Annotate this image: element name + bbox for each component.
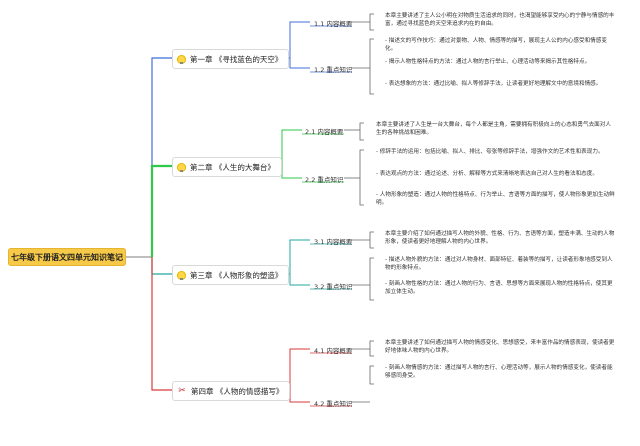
chapter-4-sub-2-bracket: [369, 365, 374, 385]
chapter-2-connector: [150, 164, 172, 257]
chapter-3-sub-2-connector: [289, 274, 310, 286]
chapter-1-sub-1-connector: [289, 21, 310, 58]
chapter-2-sub-2-connector: [281, 166, 302, 179]
chapter-2-sub-1[interactable]: 2.1 内容概要: [305, 128, 344, 136]
chapter-4-sub-2-note-1: - 刻画人物情感的方法：通过描写人物的言行、心理活动等，展示人物的情感变化，使读…: [385, 365, 613, 379]
lightbulb-icon: [177, 270, 186, 280]
lightbulb-icon: [177, 162, 186, 172]
chapter-3-sub-1-note: 本章主要介绍了如何通过描写人物的外貌、性格、行为、言语等方面，塑造丰满、生动的人…: [385, 231, 615, 245]
chapter-4-sub-2-connector: [289, 390, 310, 403]
chapter-3-sub-2[interactable]: 3.2 重点知识: [314, 283, 353, 291]
chapter-4-sub-1-connector: [289, 348, 310, 390]
chapter-2-sub-2-note-3: - 人物形象的塑造：通过人物的性格特点、行为举止、言语等方面的描写，使人物形象更…: [376, 192, 615, 206]
chapter-4-sub-1-bracket: [369, 340, 374, 357]
chapter-4-label: 第四章 《人物的情感描写》: [191, 386, 284, 396]
chapter-4-sub-2[interactable]: 4.2 重点知识: [314, 400, 353, 408]
chapter-1-sub-2-note-1: - 描述文的写作技巧：通过对景物、人物、情感等的描写，展现主人公的内心感受和情感…: [385, 38, 607, 52]
root-node[interactable]: 七年级下册语文四单元知识笔记: [8, 248, 126, 266]
chapter-4-node[interactable]: ✂ 第四章 《人物的情感描写》: [172, 381, 291, 401]
chapter-3-label: 第三章 《人物形象的塑造》: [190, 270, 283, 280]
chapter-1-sub-2[interactable]: 1.2 重点知识: [314, 66, 353, 74]
chapter-2-sub-1-bracket: [359, 122, 364, 141]
chapter-1-sub-2-connector: [289, 58, 310, 69]
chapter-1-sub-1[interactable]: 1.1 内容概要: [314, 20, 353, 28]
chapter-3-node[interactable]: 第三章 《人物形象的塑造》: [172, 265, 290, 285]
chapter-3-sub-1-bracket: [369, 231, 374, 249]
chapter-1-node[interactable]: 第一章 《寻找蓝色的天空》: [172, 49, 290, 69]
chapter-1-sub-2-note-2: - 揭示人物性格特点的方法：通过人物的言行举止、心理活动等来揭示其性格特点。: [385, 59, 591, 65]
chapter-2-sub-2-note-2: - 表达观点的方法：通过论述、分析、解释等方式来清晰地表达自己对人生的看法和态度…: [376, 171, 598, 177]
chapter-4-sub-1[interactable]: 4.1 内容概要: [314, 347, 353, 355]
chapter-1-sub-1-note: 本章主要讲述了主人公小明在对物质生活追求的同时，也渴望能够享受内心的宁静与情感的…: [385, 13, 615, 27]
chapter-3-sub-1-connector: [289, 239, 310, 274]
chapter-1-sub-2-bracket: [369, 38, 374, 95]
tools-icon: ✂: [178, 386, 186, 396]
chapter-2-sub-1-note: 本章主要讲述了人生是一台大舞台，每个人都是主角，需要拥有积极向上的心态和勇气去面…: [376, 122, 611, 136]
chapter-2-sub-1-connector: [281, 129, 302, 166]
chapter-2-node[interactable]: 第二章 《人生的大舞台》: [172, 157, 282, 177]
chapter-4-connector: [151, 257, 172, 391]
chapter-2-sub-2-note-1: - 修辞手法的运用：包括比喻、拟人、排比、夸张等修辞手法，增强作文的艺术性和表现…: [376, 149, 604, 155]
chapter-3-connector: [151, 257, 172, 275]
lightbulb-icon: [177, 54, 186, 64]
chapter-2-sub-2[interactable]: 2.2 重点知识: [305, 176, 344, 184]
chapter-2-label: 第二章 《人生的大舞台》: [190, 162, 275, 172]
chapter-4-sub-1-note: 本章主要讲述了如何通过描写人物的情感变化、思想感受，来丰富作品的情感表现，使读者…: [385, 340, 615, 354]
chapter-3-sub-2-note-2: - 刻画人物性格的方法：通过人物的行为、言语、思想等方面来展现人物的性格特点，使…: [385, 281, 613, 295]
chapter-3-sub-2-bracket: [369, 257, 374, 301]
chapter-1-sub-1-bracket: [369, 13, 374, 31]
chapter-1-sub-2-note-3: - 表达想象的方法：通过比喻、拟人等修辞手法，让读者更好地理解文中的意境和情感。: [385, 81, 602, 87]
chapter-2-sub-2-bracket: [359, 149, 364, 206]
chapter-3-sub-1[interactable]: 3.1 内容概要: [314, 238, 353, 246]
chapter-3-sub-2-note-1: - 描述人物外貌的方法：通过对人物身材、面部特征、着装等的描写，让读者形象地感受…: [385, 257, 613, 271]
chapter-1-connector: [151, 57, 172, 257]
chapter-1-label: 第一章 《寻找蓝色的天空》: [190, 54, 283, 64]
